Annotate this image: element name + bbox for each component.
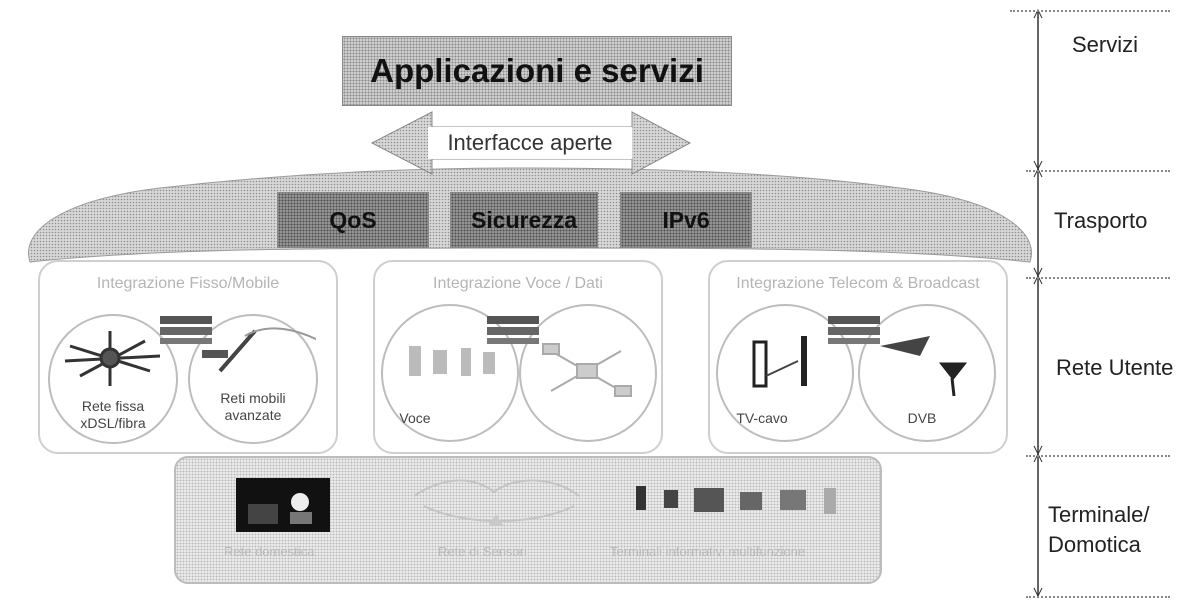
- layer-services: Servizi: [1072, 32, 1139, 57]
- open-interfaces-label: Interfacce aperte: [428, 127, 632, 159]
- device-icon: [824, 488, 836, 514]
- home-network-label: Rete domestica: [224, 544, 315, 559]
- circle-label: Voce: [399, 410, 431, 426]
- data-circle: [519, 304, 657, 442]
- layer-axis: [1033, 8, 1043, 598]
- layer-terminal-home-automation: Terminale/ Domotica: [1048, 502, 1150, 557]
- fixed-network-icon: [64, 331, 161, 386]
- multifunction-terminals-label: Terminali informativi multifunzione: [610, 544, 806, 559]
- layer-divider: [1026, 596, 1170, 598]
- terminals-panel: Rete domestica Rete di Sensori Terminali…: [174, 456, 882, 584]
- mobile-network-circle: Reti mobili avanzate: [188, 314, 321, 444]
- layer-divider: [1026, 170, 1170, 172]
- group-title: Integrazione Telecom & Broadcast: [736, 275, 980, 292]
- connector-icon: [487, 316, 539, 344]
- device-icon: [740, 492, 762, 510]
- group-telecom-broadcast: Integrazione Telecom & Broadcast TV-cavo…: [708, 260, 1008, 454]
- layer-divider: [1026, 277, 1170, 279]
- security-box: Sicurezza: [450, 192, 598, 248]
- applications-services-box: Applicazioni e servizi: [342, 36, 732, 106]
- group-voice-data: Integrazione Voce / Dati Voce: [373, 260, 663, 454]
- group-title: Integrazione Fisso/Mobile: [96, 275, 280, 292]
- layer-transport: Trasporto: [1054, 208, 1148, 233]
- group-title: Integrazione Voce / Dati: [433, 275, 603, 292]
- device-icon: [694, 488, 724, 512]
- sensor-network-label: Rete di Sensori: [438, 544, 527, 559]
- cable-tv-icon: [752, 336, 807, 388]
- security-label: Sicurezza: [470, 206, 578, 233]
- dvb-circle: DVB: [858, 304, 996, 442]
- layer-divider: [1026, 455, 1170, 457]
- circle-label: DVB: [907, 410, 937, 426]
- device-icon: [780, 490, 806, 510]
- qos-label: QoS: [329, 206, 377, 233]
- device-icon: [664, 490, 678, 508]
- satellite-dvb-icon: [880, 336, 968, 397]
- qos-box: QoS: [277, 192, 429, 248]
- circle-label: TV-cavo: [736, 410, 788, 426]
- mobile-antenna-icon: [202, 327, 321, 373]
- fixed-network-circle: Rete fissa xDSL/fibra: [48, 314, 178, 444]
- layer-user-network: Rete Utente: [1056, 355, 1174, 380]
- telephones-icon: [409, 346, 495, 376]
- circle-label: Reti mobili avanzate: [220, 390, 286, 423]
- layer-divider: [1010, 10, 1170, 12]
- diagram-title: Applicazioni e servizi: [370, 52, 704, 89]
- group-fixed-mobile: Integrazione Fisso/Mobile Rete fissa xDS…: [38, 260, 338, 454]
- sensor-network-icon: [413, 479, 580, 526]
- data-network-icon: [542, 343, 632, 397]
- ipv6-box: IPv6: [620, 192, 752, 248]
- connector-icon: [828, 316, 880, 344]
- multifunction-devices: [636, 480, 866, 530]
- home-network-image: [236, 478, 330, 532]
- connector-icon: [160, 316, 212, 344]
- device-icon: [636, 486, 646, 510]
- ipv6-label: IPv6: [662, 206, 710, 233]
- circle-label: Rete fissa xDSL/fibra: [80, 398, 146, 431]
